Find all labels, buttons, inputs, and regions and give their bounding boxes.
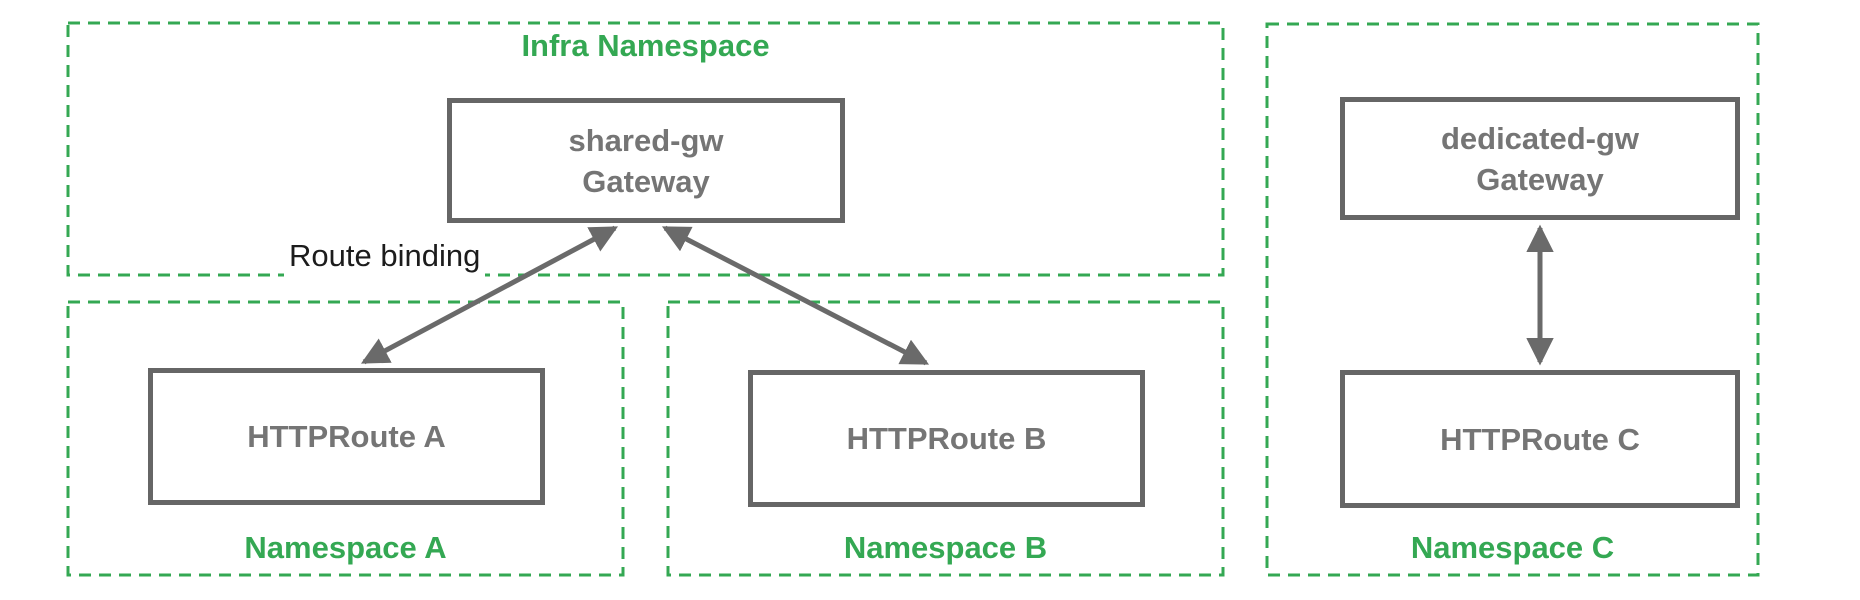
dedicated-gw-gateway-name: dedicated-gw <box>1440 120 1640 156</box>
dedicated-gw-gateway-box: dedicated-gw Gateway <box>1340 97 1740 220</box>
httproute-a-box: HTTPRoute A <box>148 368 545 505</box>
httproute-b-label: HTTPRoute B <box>846 421 1047 456</box>
route-binding-arrow-b <box>661 225 930 366</box>
namespace-a-title: Namespace A <box>244 530 447 565</box>
httproute-c-label: HTTPRoute C <box>1440 421 1640 457</box>
httproute-a-label: HTTPRoute A <box>247 419 446 454</box>
httproute-c-box: HTTPRoute C <box>1340 370 1740 508</box>
dedicated-gw-gateway-kind: Gateway <box>1476 161 1604 197</box>
httproute-b-box: HTTPRoute B <box>748 370 1145 507</box>
namespace-b-title: Namespace B <box>843 530 1048 565</box>
infra-namespace-title: Infra Namespace <box>521 28 770 63</box>
shared-gw-gateway-kind: Gateway <box>582 163 710 199</box>
route-binding-annotation: Route binding <box>284 237 486 277</box>
shared-gw-gateway-box: shared-gw Gateway <box>447 98 845 223</box>
shared-gw-gateway-name: shared-gw <box>568 122 724 158</box>
namespace-c-title: Namespace C <box>1410 530 1615 565</box>
